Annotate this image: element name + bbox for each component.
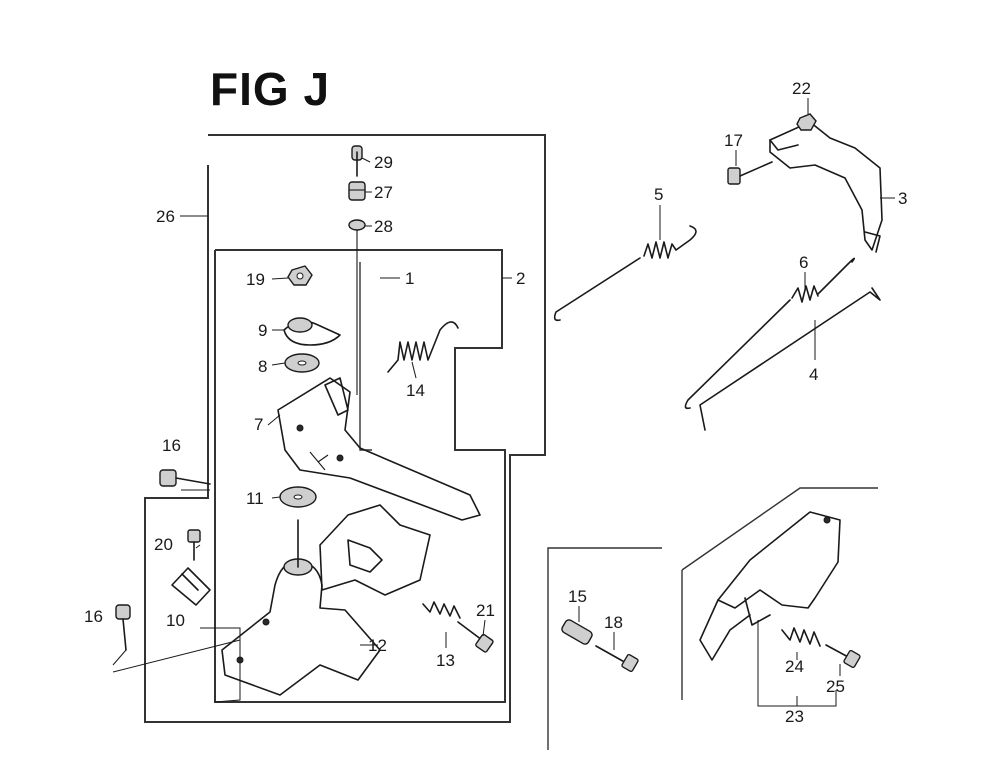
callout-5: 5	[654, 185, 663, 204]
bolt-16-lower	[115, 604, 131, 651]
leader-lines	[112, 98, 895, 707]
spring-13	[422, 601, 461, 619]
plate-9	[283, 317, 341, 346]
callout-11: 11	[246, 489, 264, 508]
figure-title: FIG J	[210, 63, 331, 115]
spring-rod-5	[553, 225, 697, 322]
bolt-17	[727, 161, 773, 185]
callout-6: 6	[799, 253, 808, 272]
link-rod-4	[699, 287, 881, 431]
return-spring-14	[387, 321, 459, 373]
callout-4: 4	[809, 365, 818, 384]
assembly-frame-2	[214, 249, 506, 703]
clip-10	[171, 567, 211, 606]
callout-7: 7	[254, 415, 263, 434]
section-frame-23-25	[681, 487, 878, 700]
callout-1: 1	[405, 269, 414, 288]
spring-rod-6	[684, 257, 856, 410]
nut-19	[287, 265, 313, 286]
spring-24	[781, 627, 821, 647]
callout-3: 3	[898, 189, 907, 208]
callout-labels: 29 27 28 19 9 8 7 11 16 1 2 26 14 5 3 22…	[84, 79, 907, 726]
bolt-29	[351, 145, 363, 177]
washer-11	[279, 486, 317, 508]
base-plate-12	[221, 504, 431, 696]
callout-8: 8	[258, 357, 267, 376]
callout-19: 19	[246, 270, 265, 289]
pin-15	[561, 619, 593, 645]
callout-10: 10	[166, 611, 185, 630]
callout-21: 21	[476, 601, 495, 620]
callout-13: 13	[436, 651, 455, 670]
callout-26: 26	[156, 207, 175, 226]
callout-29: 29	[374, 153, 393, 172]
callout-9: 9	[258, 321, 267, 340]
governor-arm-assembly-23	[699, 511, 841, 661]
callout-18: 18	[604, 613, 623, 632]
nut-22	[796, 113, 817, 131]
lever-bracket-3	[769, 121, 883, 253]
callout-2: 2	[516, 269, 525, 288]
washer-28	[348, 219, 366, 231]
callout-20: 20	[154, 535, 173, 554]
callout-23: 23	[785, 707, 804, 726]
bolt-18	[595, 645, 639, 673]
washer-8	[284, 353, 320, 373]
callout-14: 14	[406, 381, 425, 400]
collar-27	[348, 181, 366, 201]
bolt-20	[187, 529, 201, 561]
callout-17: 17	[724, 131, 743, 150]
bolt-21	[457, 621, 494, 653]
callout-15: 15	[568, 587, 587, 606]
section-frame-15-18	[547, 547, 662, 750]
bolt-25	[825, 644, 861, 669]
callout-24: 24	[785, 657, 804, 676]
callout-27: 27	[374, 183, 393, 202]
control-lever-7	[277, 377, 481, 521]
callout-16-lower: 16	[84, 607, 103, 626]
callout-16-upper: 16	[162, 436, 181, 455]
assembly-frame-1	[359, 262, 372, 451]
callout-25: 25	[826, 677, 845, 696]
callout-28: 28	[374, 217, 393, 236]
callout-22: 22	[792, 79, 811, 98]
callout-12: 12	[368, 636, 387, 655]
assembly-frame-26	[144, 134, 546, 723]
bolt-16-upper	[159, 469, 211, 487]
